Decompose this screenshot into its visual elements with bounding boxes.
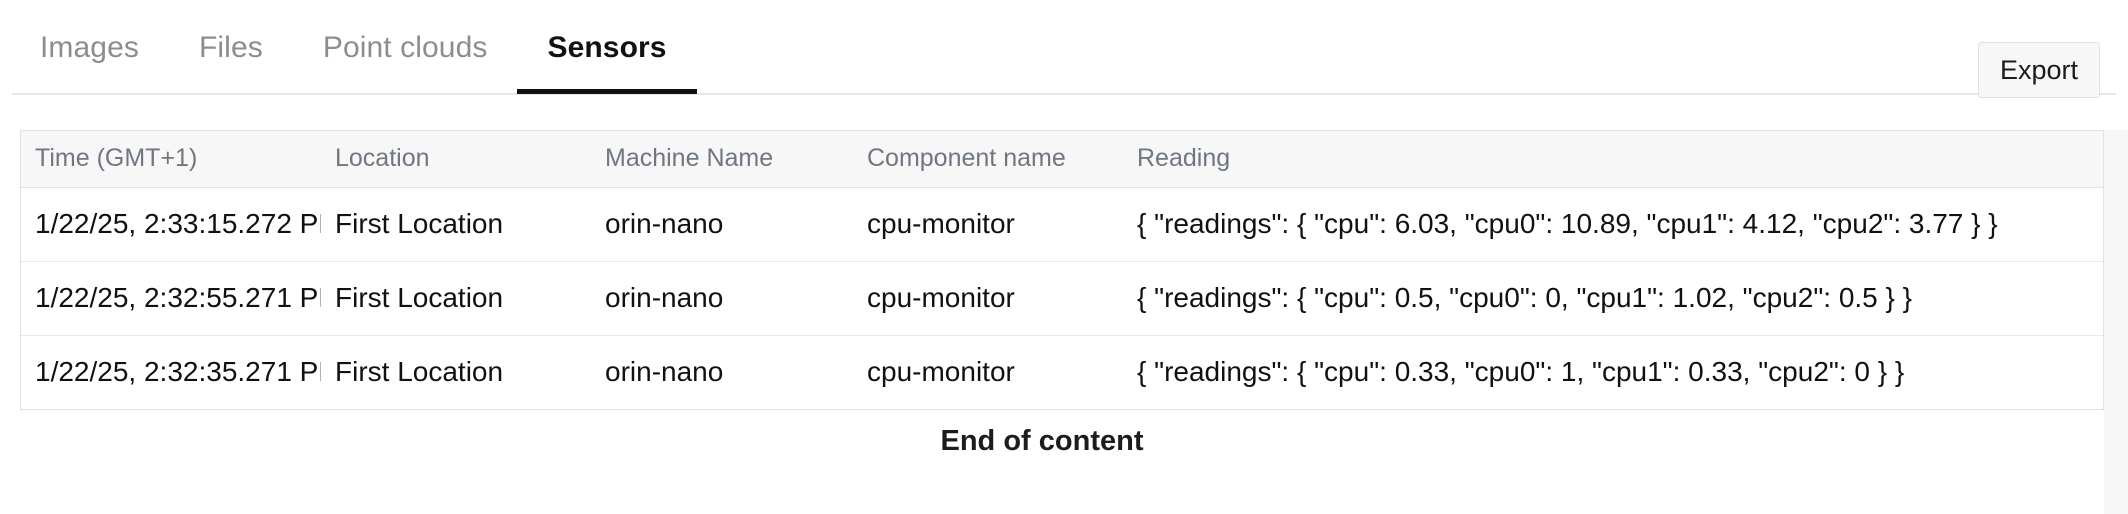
table-row[interactable]: 1/22/25, 2:32:35.271 PM First Location o… xyxy=(21,335,2103,409)
table-row[interactable]: 1/22/25, 2:32:55.271 PM First Location o… xyxy=(21,261,2103,336)
column-header-component-name[interactable]: Component name xyxy=(853,131,1123,188)
end-of-content-label: End of content xyxy=(940,425,1144,457)
tab-list: Images Files Point clouds Sensors xyxy=(12,0,697,96)
sensors-table: Time (GMT+1) Location Machine Name Compo… xyxy=(21,131,2103,409)
column-header-location[interactable]: Location xyxy=(321,131,591,188)
tab-label: Point clouds xyxy=(322,31,488,64)
cell-reading: { "readings": { "cpu": 0.5, "cpu0": 0, "… xyxy=(1123,261,2103,336)
table-header: Time (GMT+1) Location Machine Name Compo… xyxy=(21,131,2103,188)
tab-images[interactable]: Images xyxy=(12,1,169,95)
column-header-time[interactable]: Time (GMT+1) xyxy=(21,131,321,188)
tab-point-clouds[interactable]: Point clouds xyxy=(293,1,518,95)
cell-location: First Location xyxy=(335,356,504,388)
sensors-table-container: Time (GMT+1) Location Machine Name Compo… xyxy=(20,130,2104,410)
export-button[interactable]: Export xyxy=(1978,42,2100,98)
cell-machine-name: orin-nano xyxy=(605,356,724,388)
tab-label: Files xyxy=(198,31,263,64)
tab-bar-divider xyxy=(12,93,2116,95)
cell-location: First Location xyxy=(321,261,591,336)
cell-component-name: cpu-monitor xyxy=(867,356,1015,388)
cell-component-name: cpu-monitor xyxy=(853,187,1123,262)
tab-label: Sensors xyxy=(547,31,667,64)
tab-label: Images xyxy=(40,31,139,64)
tab-bar: Images Files Point clouds Sensors xyxy=(0,0,2128,100)
cell-time: 1/22/25, 2:32:35.271 PM xyxy=(35,356,321,388)
cell-component-name: cpu-monitor xyxy=(853,261,1123,336)
cell-reading: { "readings": { "cpu": 6.03, "cpu0": 10.… xyxy=(1123,187,2103,262)
table-row[interactable]: 1/22/25, 2:33:15.272 PM First Location o… xyxy=(21,187,2103,262)
column-header-machine-name[interactable]: Machine Name xyxy=(591,131,853,188)
table-header-row: Time (GMT+1) Location Machine Name Compo… xyxy=(21,131,2103,188)
table-body: 1/22/25, 2:33:15.272 PM First Location o… xyxy=(21,187,2103,409)
export-button-label: Export xyxy=(1999,54,2079,85)
vertical-scrollbar[interactable] xyxy=(2104,130,2128,514)
cell-time: 1/22/25, 2:32:55.271 PM xyxy=(21,261,321,336)
cell-location: First Location xyxy=(321,187,591,262)
tab-sensors[interactable]: Sensors xyxy=(517,1,697,95)
cell-reading: { "readings": { "cpu": 0.33, "cpu0": 1, … xyxy=(1137,356,1905,388)
column-header-reading[interactable]: Reading xyxy=(1123,131,2103,188)
vertical-scrollbar-thumb[interactable] xyxy=(2108,130,2124,430)
cell-machine-name: orin-nano xyxy=(591,187,853,262)
tab-files[interactable]: Files xyxy=(169,1,293,95)
cell-machine-name: orin-nano xyxy=(591,261,853,336)
cell-time: 1/22/25, 2:33:15.272 PM xyxy=(21,187,321,262)
